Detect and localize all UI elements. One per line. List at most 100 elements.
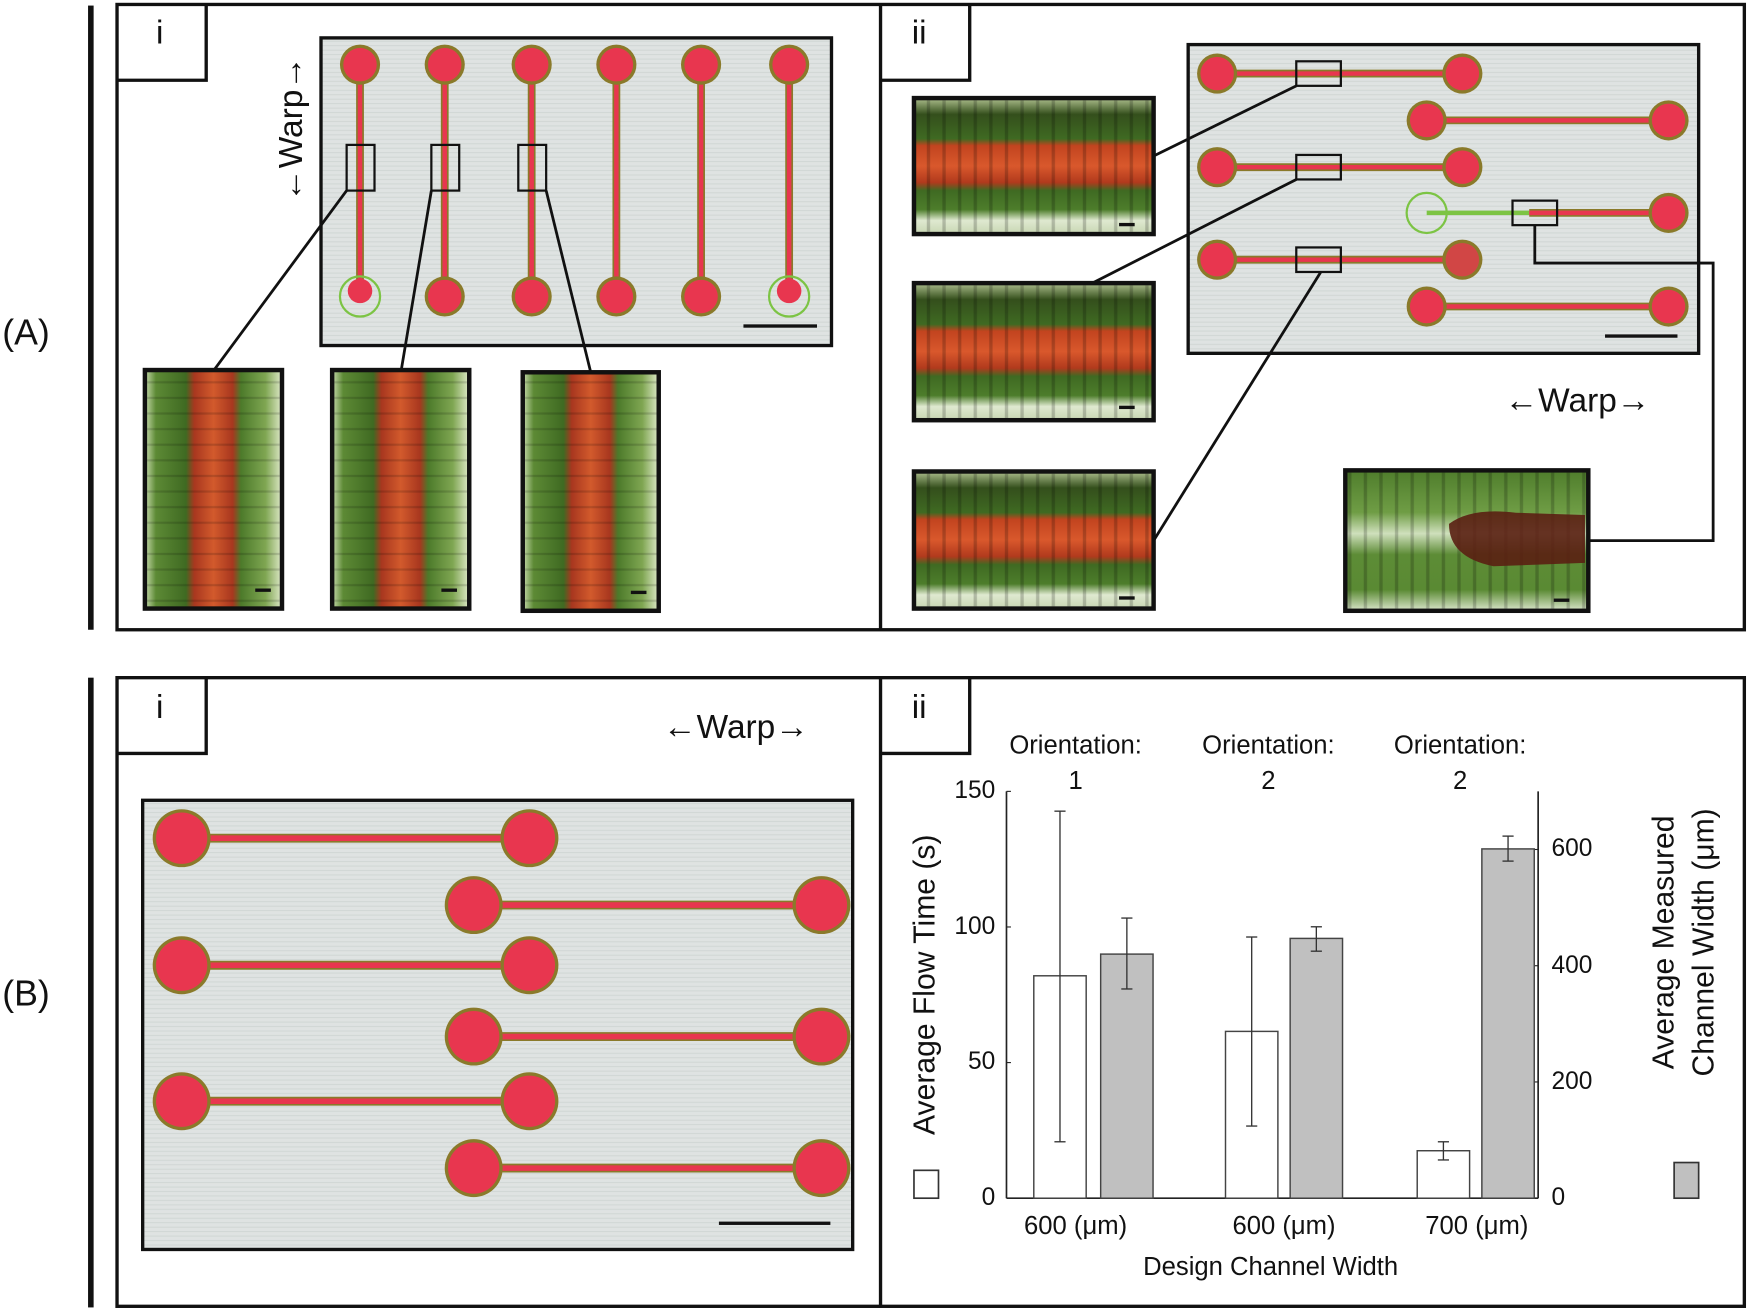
y-right-axis-title-line1: Average Measured bbox=[1646, 815, 1681, 1070]
reservoir-dye bbox=[1651, 196, 1686, 230]
y-right-axis-title-line2: Channel Width (μm) bbox=[1686, 808, 1721, 1077]
x-category-label: 600 (μm) bbox=[1024, 1210, 1128, 1240]
panel-b-left-bar bbox=[88, 677, 94, 1308]
reservoir-dye bbox=[1445, 242, 1480, 277]
arrow-left-icon: ← bbox=[663, 708, 697, 746]
reservoir-dye bbox=[156, 939, 208, 991]
reservoir-unfilled bbox=[767, 275, 811, 318]
reservoir-dye bbox=[599, 47, 634, 82]
y-left-axis-title: Average Flow Time (s) bbox=[907, 834, 942, 1135]
inset-micrograph bbox=[142, 367, 285, 611]
inset-micrograph-clogged bbox=[1343, 468, 1591, 614]
y-right-tick-label: 0 bbox=[1551, 1182, 1566, 1211]
roi-box bbox=[517, 143, 548, 192]
reservoir-dye bbox=[428, 279, 462, 314]
reservoir-dye bbox=[1200, 150, 1234, 184]
reservoir-dye bbox=[684, 279, 718, 314]
reservoir-unfilled bbox=[1405, 191, 1448, 235]
y-left-tick-label: 100 bbox=[954, 911, 996, 940]
reservoir-dye bbox=[156, 1075, 208, 1127]
reservoir-dye bbox=[1445, 56, 1480, 91]
roi-box bbox=[1295, 246, 1342, 274]
micrograph-insets-a-i bbox=[142, 367, 661, 614]
roi-box bbox=[1295, 60, 1342, 87]
roi-box bbox=[1295, 153, 1342, 181]
reservoir-dye bbox=[1200, 242, 1234, 277]
warp-text: Warp bbox=[273, 89, 310, 169]
bar-channel-width bbox=[1481, 848, 1535, 1199]
reservoir-dye bbox=[795, 1010, 848, 1063]
inset-micrograph bbox=[911, 280, 1156, 423]
reservoir-dye bbox=[514, 47, 549, 82]
warp-direction-label-b-i: ←Warp→ bbox=[663, 711, 809, 744]
y-left-tick-label: 50 bbox=[968, 1046, 996, 1075]
reservoir-dye bbox=[1409, 289, 1444, 324]
inset-micrograph bbox=[329, 367, 472, 611]
reservoir-dye bbox=[448, 1010, 500, 1063]
micrograph-insets-a-ii bbox=[911, 95, 1591, 614]
reservoir-dye bbox=[772, 47, 806, 82]
label-box-b-ii bbox=[880, 677, 972, 756]
group-title-line: 1 bbox=[1068, 765, 1083, 795]
panel-a-frame bbox=[115, 2, 1747, 632]
roi-box bbox=[345, 143, 376, 192]
y-left-tick-label: 150 bbox=[954, 775, 996, 804]
label-box-b-i bbox=[117, 677, 208, 756]
photo-a-ii-horizontal-channels bbox=[1186, 42, 1701, 356]
label-box-a-i bbox=[117, 4, 208, 82]
arrow-right-icon: → bbox=[273, 56, 310, 90]
legend-swatch-flow-time bbox=[913, 1169, 940, 1200]
y-right-tick-label: 600 bbox=[1551, 833, 1593, 862]
reservoir-dye bbox=[795, 1142, 848, 1194]
arrow-right-icon: → bbox=[775, 708, 809, 746]
group-title-line: 2 bbox=[1452, 765, 1468, 795]
x-axis-title: Design Channel Width bbox=[1143, 1251, 1399, 1281]
panel-b-frame bbox=[115, 676, 1747, 1308]
inset-micrograph bbox=[911, 95, 1156, 237]
zoom-connectors-a-i bbox=[212, 189, 593, 373]
reservoir-dye bbox=[448, 879, 500, 931]
reservoir-dye bbox=[514, 279, 549, 314]
x-category-label: 600 (μm) bbox=[1232, 1210, 1336, 1240]
reservoir-dye bbox=[1409, 103, 1444, 138]
group-title-line: Orientation: bbox=[1009, 730, 1142, 760]
warp-direction-label-a-i: ←Warp→ bbox=[273, 56, 310, 202]
reservoir-dye bbox=[428, 47, 462, 82]
panel-label-b: (B) bbox=[2, 973, 50, 1014]
reservoir-dye bbox=[503, 1075, 556, 1127]
group-title-3: Orientation: 2 bbox=[1371, 727, 1549, 798]
panel-a-left-bar bbox=[88, 5, 94, 630]
reservoir-dye bbox=[1445, 150, 1480, 184]
reservoir-dye bbox=[1651, 103, 1686, 138]
reservoir-dye bbox=[684, 47, 718, 82]
warp-text: Warp bbox=[1538, 382, 1617, 420]
reservoir-dye bbox=[795, 879, 848, 931]
arrow-left-icon: ← bbox=[273, 168, 310, 202]
zoom-connectors-a-ii bbox=[1091, 84, 1715, 542]
warp-direction-label-a-ii: ←Warp→ bbox=[1504, 382, 1651, 420]
panel-label-a: (A) bbox=[2, 312, 50, 353]
legend-swatch-channel-width bbox=[1673, 1161, 1700, 1200]
sublabel-a-i: i bbox=[156, 14, 164, 52]
photo-b-i-horizontal-channels bbox=[140, 798, 855, 1252]
inset-micrograph bbox=[911, 469, 1156, 611]
group-title-2: Orientation:2 bbox=[1179, 727, 1357, 798]
reservoir-dye bbox=[503, 812, 556, 864]
arrow-left-icon: ← bbox=[1504, 382, 1539, 420]
group-title-line: Orientation: bbox=[1393, 730, 1527, 760]
arrow-right-icon: → bbox=[1616, 382, 1651, 420]
group-title-line: 2 bbox=[1261, 765, 1276, 795]
reservoir-dye bbox=[599, 279, 634, 314]
y-right-tick-label: 400 bbox=[1551, 950, 1593, 979]
reservoir-dye-partial bbox=[776, 278, 802, 304]
reservoir-dye bbox=[503, 939, 556, 991]
bar-channel-width bbox=[1099, 953, 1154, 1199]
sublabel-b-ii: ii bbox=[911, 688, 927, 726]
reservoir-dye bbox=[448, 1142, 500, 1194]
reservoir-unfilled bbox=[338, 275, 382, 318]
sublabel-b-i: i bbox=[156, 688, 164, 726]
reservoir-dye bbox=[343, 47, 377, 82]
roi-box bbox=[430, 143, 461, 192]
